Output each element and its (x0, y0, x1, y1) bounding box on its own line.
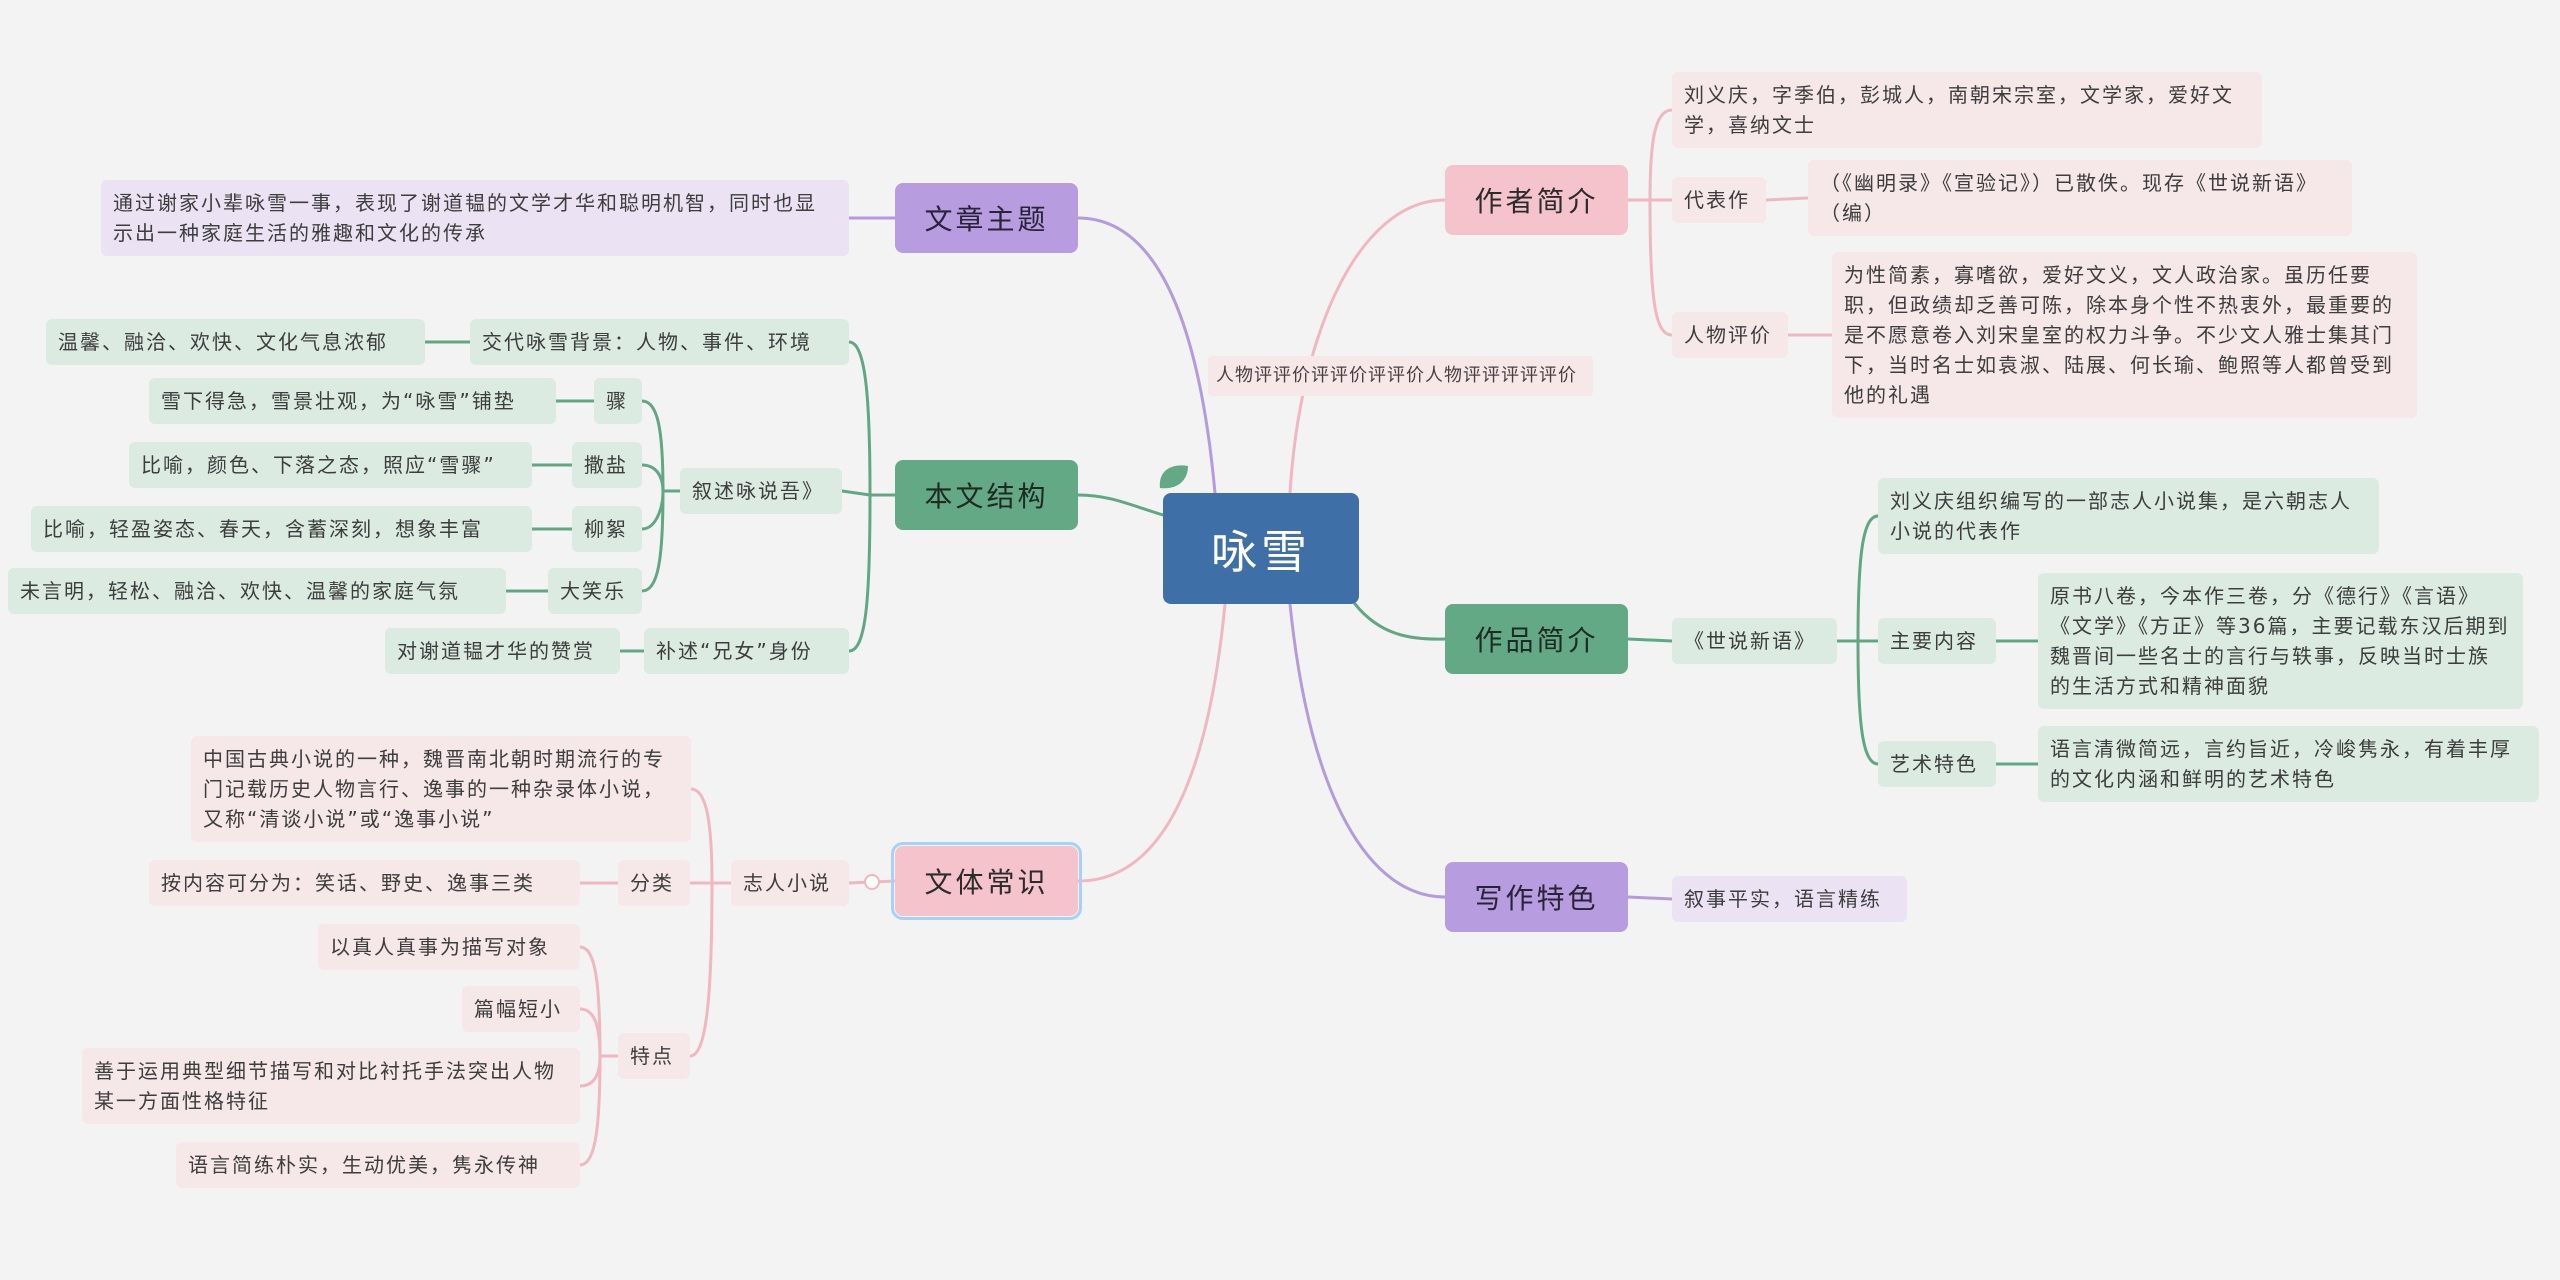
author-works-node[interactable]: （《幽明录》《宣验记》）已散佚。现存《世说新语》（编） (1808, 160, 2352, 236)
connector-title-art (1856, 639, 1880, 766)
connector-structure-narration (840, 489, 872, 497)
work-art-node[interactable]: 语言清微简远，言约旨近，冷峻隽永，有着丰厚的文化内涵和鲜明的艺术特色 (2038, 726, 2539, 802)
narration-item-label[interactable]: 撒盐 (572, 442, 642, 488)
narration-item-detail[interactable]: 比喻，颜色、下落之态，照应“雪骤” (129, 442, 532, 488)
author-bio-node[interactable]: 刘义庆，字季伯，彭城人，南朝宋宗室，文学家，爱好文学，喜纳文士 (1672, 72, 2262, 148)
narration-item-detail[interactable]: 比喻，轻盈姿态、春天，含蓄深刻，想象丰富 (31, 506, 532, 552)
structure-background-node[interactable]: 交代咏雪背景：人物、事件、环境 (470, 319, 849, 365)
narration-item-label[interactable]: 大笑乐 (548, 568, 642, 614)
connector-center-genre (1076, 602, 1227, 883)
work-content-node[interactable]: 原书八卷，今本作三卷，分《德行》《言语》《文学》《方正》等36篇，主要记载东汉后… (2038, 573, 2523, 709)
floating-text-label[interactable]: 人物评评价评评价评评价人物评评评评评价 (1208, 356, 1593, 396)
narration-item-label[interactable]: 柳絮 (572, 506, 642, 552)
work-content-label[interactable]: 主要内容 (1878, 618, 1996, 664)
narration-item-detail[interactable]: 未言明，轻松、融洽、欢快、温馨的家庭气氛 (8, 568, 506, 614)
work-definition-node[interactable]: 刘义庆组织编写的一部志人小说集，是六朝志人小说的代表作 (1878, 478, 2379, 554)
theme-text-node[interactable]: 通过谢家小辈咏雪一事，表现了谢道韫的文学才华和聪明机智，同时也显示出一种家庭生活… (101, 180, 849, 256)
connector-work-title (1626, 637, 1674, 643)
connector-center-work (1353, 602, 1447, 641)
narration-item-label[interactable]: 骤 (594, 378, 642, 424)
genre-traits-label[interactable]: 特点 (618, 1033, 690, 1079)
connector-trait-3 (578, 1054, 602, 1088)
genre-trait-node[interactable]: 以真人真事为描写对象 (318, 924, 580, 970)
topic-author[interactable]: 作者简介 (1445, 165, 1628, 235)
connector-type-definition (689, 787, 714, 885)
structure-background-detail[interactable]: 温馨、融洽、欢快、文化气息浓郁 (46, 319, 425, 365)
connector-narration-item-1 (640, 399, 665, 493)
topic-theme[interactable]: 文章主题 (895, 183, 1078, 253)
structure-supplement-node[interactable]: 补述“兄女”身份 (644, 628, 849, 674)
connector-author-bio (1648, 108, 1674, 202)
work-title-node[interactable]: 《世说新语》 (1672, 618, 1837, 664)
leaf-ornament (1159, 465, 1188, 489)
topic-genre[interactable]: 文体常识 (891, 842, 1082, 920)
writing-feature-node[interactable]: 叙事平实，语言精练 (1672, 876, 1907, 922)
narration-item-detail[interactable]: 雪下得急，雪景壮观，为“咏雪”铺垫 (149, 378, 556, 424)
connector-works-detail (1764, 196, 1810, 202)
work-art-label[interactable]: 艺术特色 (1878, 741, 1996, 787)
connector-type-traits (688, 881, 714, 1058)
genre-definition-node[interactable]: 中国古典小说的一种，魏晋南北朝时期流行的专门记载历史人物言行、逸事的一种杂录体小… (191, 736, 691, 842)
connector-writing-feature (1626, 895, 1674, 901)
author-evaluation-label[interactable]: 人物评价 (1672, 312, 1788, 358)
structure-narration-node[interactable]: 叙述咏说吾》 (680, 468, 842, 514)
connector-trait-1 (578, 945, 602, 1058)
connector-trait-4 (578, 1054, 602, 1167)
connector-narration-item-4 (640, 489, 665, 593)
author-works-label[interactable]: 代表作 (1672, 177, 1766, 223)
connector-structure-background (847, 340, 872, 497)
genre-category-node[interactable]: 按内容可分为：笑话、野史、逸事三类 (149, 860, 580, 906)
connector-narration-item-3 (640, 489, 665, 531)
connector-trait-2 (578, 1007, 602, 1058)
connector-center-theme (1076, 216, 1217, 495)
collapse-toggle[interactable] (864, 874, 880, 890)
genre-trait-node[interactable]: 善于运用典型细节描写和对比衬托手法突出人物某一方面性格特征 (82, 1048, 580, 1124)
connector-title-definition (1856, 514, 1880, 643)
connector-author-evaluation (1648, 198, 1674, 337)
connector-center-writing (1288, 602, 1447, 899)
author-evaluation-node[interactable]: 为性简素，寡嗜欲，爱好文义，文人政治家。虽历任要职，但政绩却乏善可陈，除本身个性… (1832, 252, 2417, 418)
connector-center-structure (1076, 493, 1165, 517)
genre-type-node[interactable]: 志人小说 (731, 860, 849, 906)
topic-structure[interactable]: 本文结构 (895, 460, 1078, 530)
connector-narration-item-2 (640, 463, 665, 493)
connector-center-author (1288, 198, 1447, 495)
genre-category-label[interactable]: 分类 (618, 860, 690, 906)
topic-work[interactable]: 作品简介 (1445, 604, 1628, 674)
structure-supplement-detail[interactable]: 对谢道韫才华的赞赏 (385, 628, 620, 674)
central-topic[interactable]: 咏雪 (1163, 493, 1359, 604)
topic-writing[interactable]: 写作特色 (1445, 862, 1628, 932)
genre-trait-node[interactable]: 篇幅短小 (462, 986, 580, 1032)
connector-structure-supplement (847, 493, 872, 653)
genre-trait-node[interactable]: 语言简练朴实，生动优美，隽永传神 (176, 1142, 580, 1188)
